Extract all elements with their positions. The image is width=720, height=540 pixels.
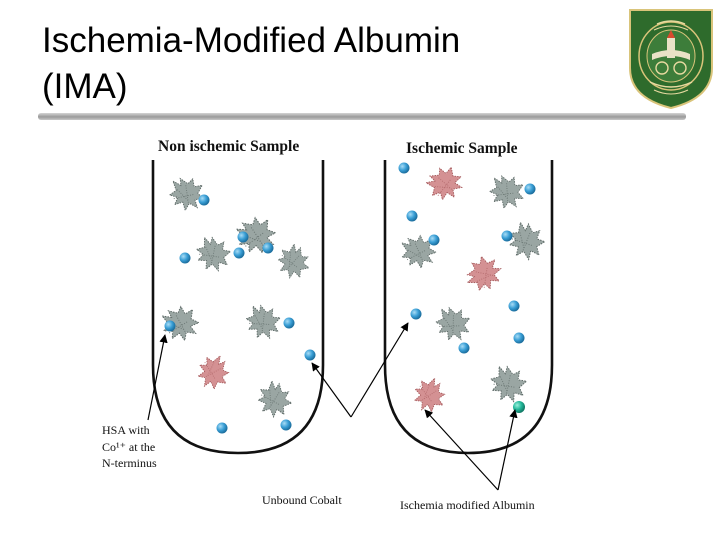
cobalt-ion-icon — [164, 194, 316, 434]
title-line-2: (IMA) — [42, 67, 128, 106]
albumin-molecule-icon — [399, 160, 552, 416]
annotation-hsa-line-3: N-terminus — [102, 456, 157, 470]
title-line-1: Ischemia-Modified Albumin — [42, 21, 461, 60]
annotation-unbound-cobalt: Unbound Cobalt — [262, 493, 342, 507]
tube-left-label: Non ischemic Sample — [158, 138, 299, 155]
test-tube-left — [151, 160, 325, 455]
cobalt-ion-icon — [398, 162, 536, 413]
slide-title: Ischemia-Modified Albumin (IMA) — [42, 18, 460, 110]
test-tube-right — [383, 160, 554, 455]
university-logo-icon — [629, 9, 713, 110]
title-divider — [38, 113, 686, 120]
tube-right-label: Ischemic Sample — [406, 140, 518, 157]
annotation-hsa-line-2: Co¹⁺ at the — [102, 440, 155, 454]
albumin-molecule-icon — [159, 174, 316, 425]
albumin-cobalt-figure: Non ischemic Sample Ischemic Sample — [102, 138, 554, 512]
annotation-ischemia-modified-albumin: Ischemia modified Albumin — [400, 498, 535, 512]
annotation-hsa-line-1: HSA with — [102, 423, 150, 437]
annotation-arrows — [147, 322, 518, 491]
